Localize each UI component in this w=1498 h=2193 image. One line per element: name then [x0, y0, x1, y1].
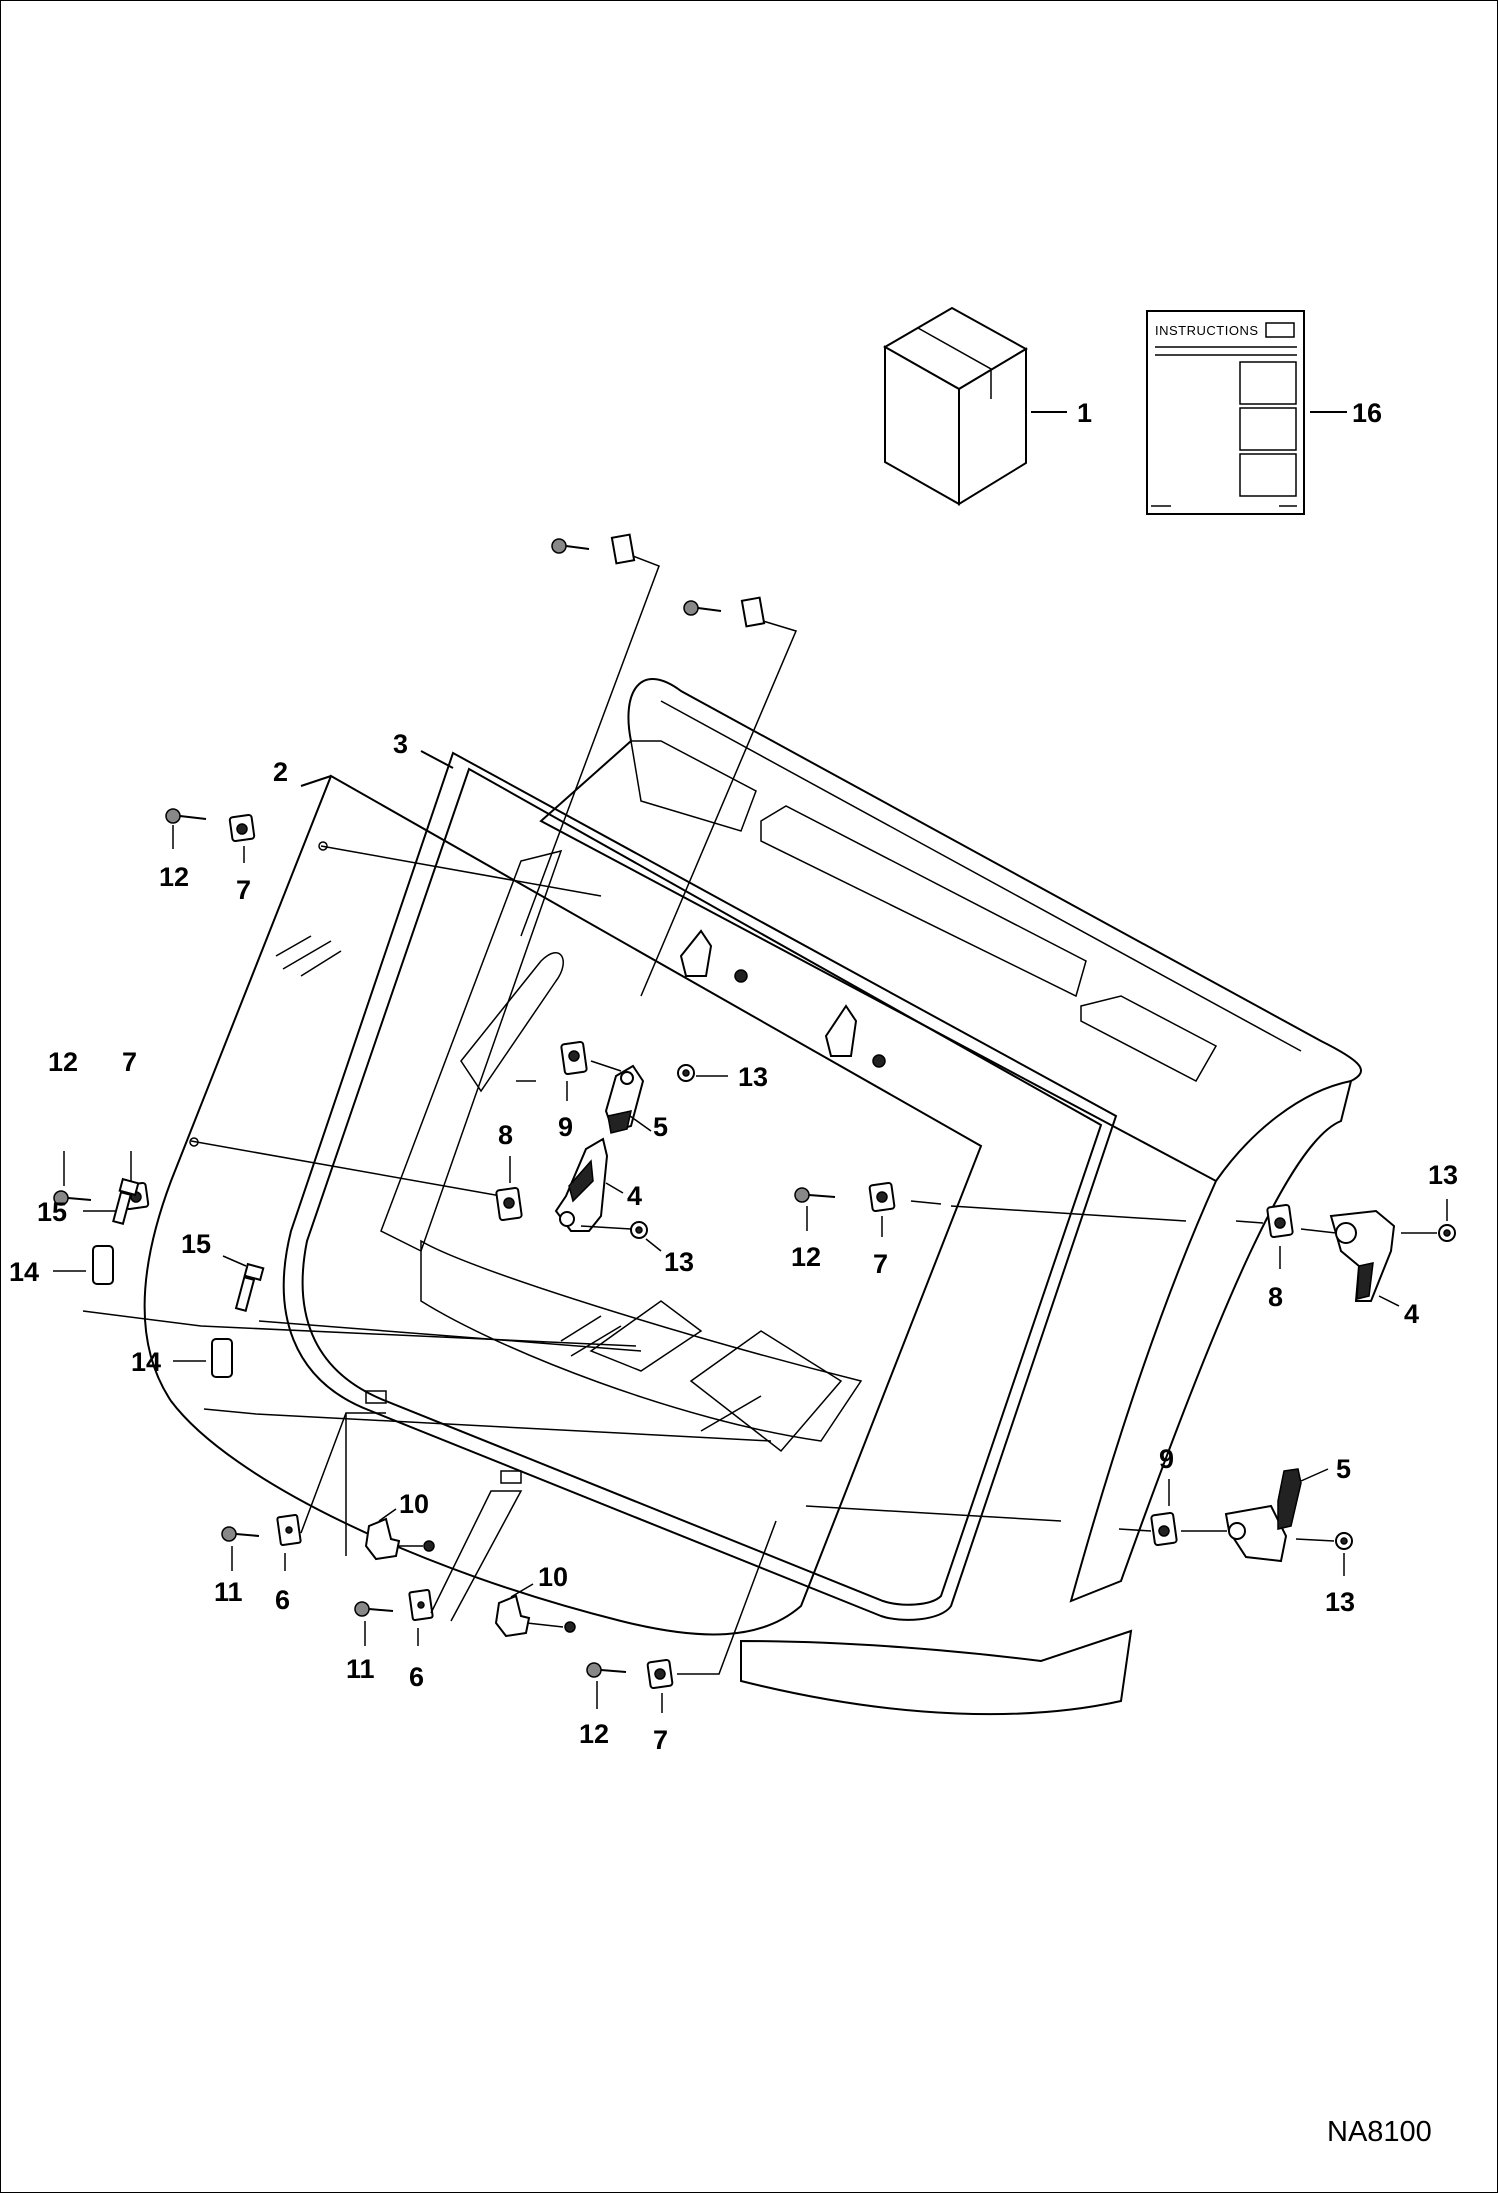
- instruction-sheet-icon: INSTRUCTIONS: [1146, 310, 1305, 515]
- callout-4b: 4: [1404, 1299, 1419, 1329]
- callout-13d: 13: [1325, 1587, 1355, 1617]
- callout-7d: 7: [653, 1725, 668, 1755]
- callout-10a: 10: [399, 1489, 429, 1519]
- latch-10b: [494, 1594, 576, 1638]
- callout-10b: 10: [538, 1562, 568, 1592]
- callout-11a: 11: [214, 1577, 243, 1607]
- callout-16: 16: [1352, 398, 1382, 428]
- hex-bolt-12d: [586, 1662, 627, 1678]
- nut-13d: [1335, 1532, 1353, 1550]
- callout-4a: 4: [627, 1181, 642, 1211]
- callout-13b: 13: [664, 1247, 694, 1277]
- callout-15a: 15: [37, 1197, 67, 1227]
- nut-13a: [677, 1064, 695, 1082]
- hinge-plate-9b: [1150, 1512, 1178, 1546]
- nut-13b: [630, 1221, 648, 1239]
- callout-8a: 8: [498, 1120, 513, 1150]
- callout-7a: 7: [236, 875, 251, 905]
- callout-14a: 14: [9, 1257, 39, 1287]
- upper-hinge-bolt: [551, 533, 636, 565]
- callout-3: 3: [393, 729, 408, 759]
- callout-5b: 5: [1336, 1454, 1351, 1484]
- square-nut-7d: [646, 1658, 674, 1690]
- callout-9a: 9: [558, 1112, 573, 1142]
- spacer-14a: [92, 1245, 114, 1285]
- door-frame-seal: [282, 751, 1118, 1621]
- callout-12c: 12: [791, 1242, 821, 1272]
- callout-5a: 5: [653, 1112, 668, 1142]
- latch-10a: [364, 1517, 435, 1561]
- callout-13c: 13: [1428, 1160, 1458, 1190]
- frame-latch-bracket: [679, 929, 886, 1068]
- spacer-14b: [211, 1338, 233, 1378]
- callout-12d: 12: [579, 1719, 609, 1749]
- glass-door-panel: [143, 774, 983, 1636]
- hinge-4b: [1329, 1209, 1396, 1302]
- hex-bolt-12a: [165, 808, 207, 824]
- callout-9b: 9: [1159, 1444, 1174, 1474]
- callout-15b: 15: [181, 1229, 211, 1259]
- upper-hinge-bolt-2: [683, 596, 766, 628]
- square-nut-7a: [228, 813, 256, 843]
- kit-box-icon: [882, 306, 1029, 506]
- bolt-15b: [234, 1262, 265, 1312]
- square-nut-7c: [868, 1181, 896, 1213]
- callout-6a: 6: [275, 1585, 290, 1615]
- callout-6b: 6: [409, 1662, 424, 1692]
- hex-bolt-12b: [53, 1190, 92, 1206]
- bolt-11b: [354, 1601, 394, 1617]
- callout-1: 1: [1077, 398, 1092, 428]
- instructions-title: INSTRUCTIONS: [1155, 323, 1259, 338]
- hinge-5a: [604, 1064, 645, 1134]
- hinge-plate-8b: [1266, 1204, 1294, 1238]
- bolt-11a: [221, 1526, 260, 1542]
- callout-8b: 8: [1268, 1282, 1283, 1312]
- callout-7c: 7: [873, 1249, 888, 1279]
- hex-bolt-12c: [794, 1187, 836, 1203]
- callout-12b: 12: [48, 1047, 78, 1077]
- callout-2: 2: [273, 757, 288, 787]
- drawing-code: NA8100: [1327, 2116, 1432, 2148]
- callout-7b: 7: [122, 1047, 137, 1077]
- hinge-4a: [554, 1137, 609, 1232]
- callout-12a: 12: [159, 862, 189, 892]
- hinge-5b: [1224, 1468, 1302, 1563]
- callout-11b: 11: [346, 1654, 375, 1684]
- bolt-15a: [112, 1177, 140, 1226]
- callout-14b: 14: [131, 1347, 161, 1377]
- callout-13a: 13: [738, 1062, 768, 1092]
- bracket-6a: [276, 1514, 302, 1546]
- hinge-plate-9a: [560, 1041, 588, 1075]
- bracket-6b: [408, 1589, 434, 1621]
- cab-frame-drawing: [380, 678, 1362, 1716]
- nut-13c: [1438, 1224, 1456, 1242]
- hinge-plate-8a: [495, 1187, 523, 1221]
